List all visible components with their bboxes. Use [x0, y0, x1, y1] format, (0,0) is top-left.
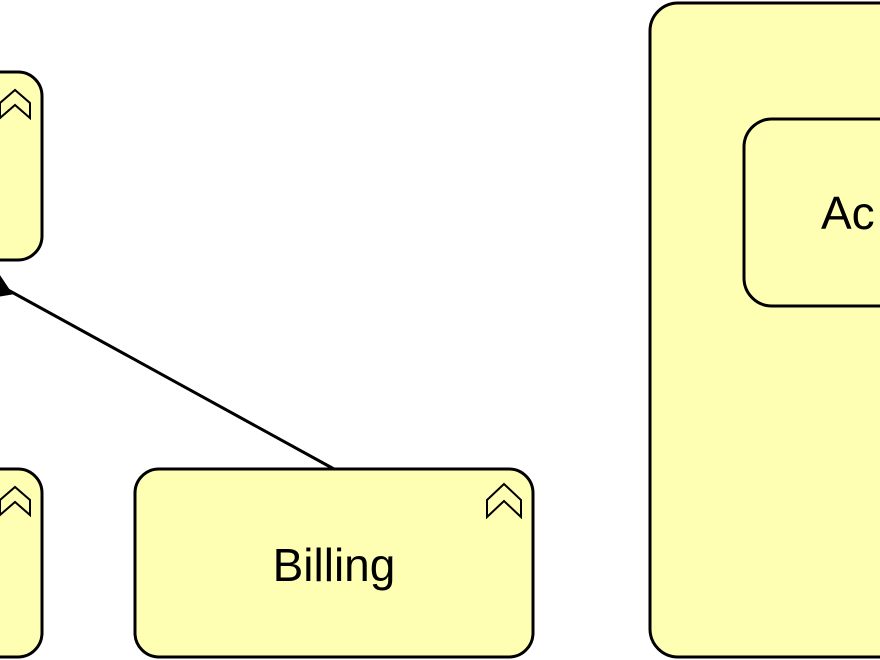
node-box	[742, 117, 880, 308]
node-right-inner[interactable]: Ac	[742, 117, 880, 308]
node-box	[133, 467, 535, 659]
arrowhead-icon	[0, 275, 13, 297]
node-box	[0, 467, 44, 659]
chevron-up-icon	[486, 482, 522, 520]
edge-line	[7, 288, 335, 471]
node-top-left[interactable]	[0, 70, 44, 262]
node-bottom-left[interactable]	[0, 467, 44, 659]
node-billing[interactable]: Billing	[133, 467, 535, 659]
node-box	[0, 70, 44, 262]
node-label: Ac	[821, 187, 875, 239]
edge-billing-to-top-left[interactable]	[0, 275, 335, 471]
node-label: Billing	[273, 539, 396, 591]
chevron-up-icon	[0, 485, 31, 518]
node-right-container[interactable]	[648, 1, 880, 659]
node-box	[648, 1, 880, 659]
chevron-up-icon	[0, 88, 31, 121]
